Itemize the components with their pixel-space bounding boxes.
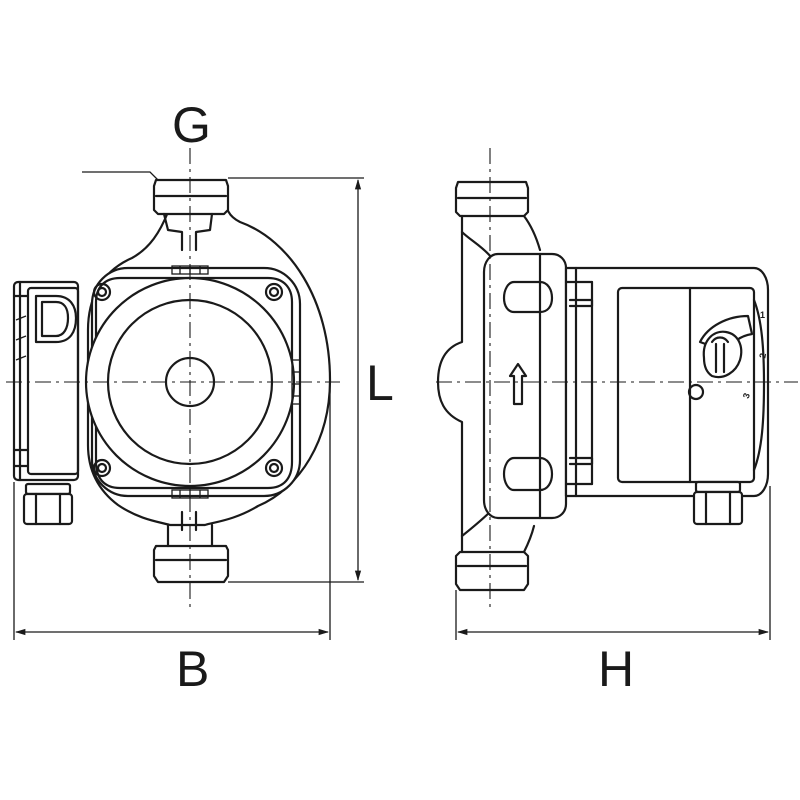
- front-motor-inner-plate: [94, 276, 294, 490]
- side-volute-plate: [482, 252, 568, 520]
- leader-line-g: [82, 171, 159, 181]
- dimension-label-h: H: [598, 641, 634, 697]
- screw-top-left: [92, 282, 112, 302]
- front-bottom-neck: [166, 510, 214, 548]
- screw-bottom-right: [264, 458, 284, 478]
- front-view: [6, 148, 364, 640]
- speed-selector-knob-icon: [698, 314, 754, 379]
- screw-bottom-left: [92, 458, 112, 478]
- front-top-neck: [162, 212, 214, 252]
- flow-direction-arrow-icon: [508, 362, 528, 406]
- speed-mark-2: 2: [757, 352, 768, 359]
- front-bottom-flange: [152, 544, 230, 584]
- side-cable-gland: [692, 480, 744, 526]
- front-terminal-box: [12, 280, 80, 526]
- dimension-label-l: L: [366, 355, 394, 411]
- speed-mark-3: 3: [741, 392, 752, 400]
- screw-top-right: [264, 282, 284, 302]
- side-bottom-flange: [454, 550, 530, 592]
- front-screws: [92, 282, 284, 478]
- dimension-label-b: B: [176, 641, 209, 697]
- indicator-light-icon: [687, 383, 705, 401]
- speed-mark-1: 1: [760, 310, 765, 320]
- dimension-label-g: G: [172, 97, 211, 153]
- side-view: 1 2 3: [436, 148, 798, 640]
